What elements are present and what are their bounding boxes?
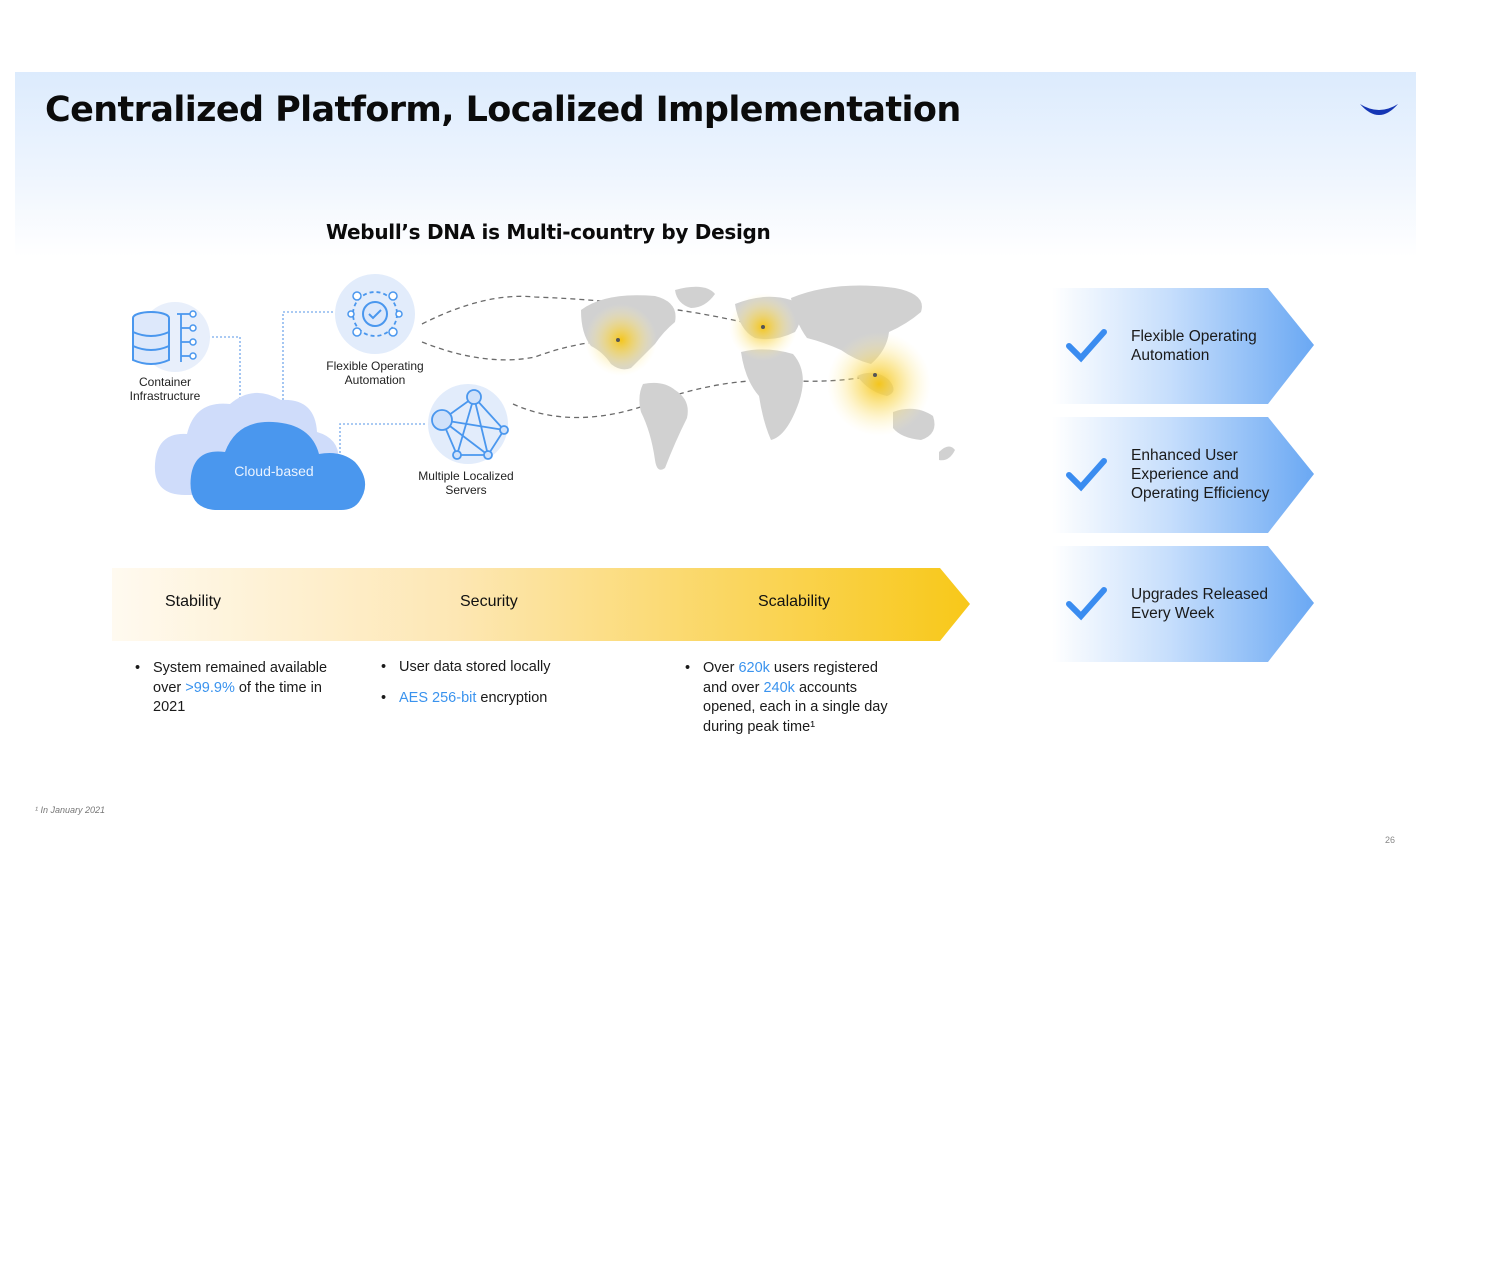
slide: Centralized Platform, Localized Implemen… [15,72,1416,862]
header-band [15,72,1416,257]
cloud-icon [154,392,366,510]
footnote: ¹ In January 2021 [35,805,106,815]
benefit-chevron-3 [1052,546,1314,662]
gear-network-icon [335,274,415,354]
check-icon [1066,587,1107,621]
security-bullets: User data stored locally AES 256-bit enc… [381,658,611,719]
check-icon [1066,329,1107,363]
list-item: System remained available over >99.9% of… [135,659,335,718]
database-icon [132,302,210,372]
list-item: Over 620k users registered and over 240k… [685,659,897,737]
page-number: 26 [1385,835,1396,845]
list-item: AES 256-bit encryption [381,689,611,709]
page-title: Centralized Platform, Localized Implemen… [45,90,961,130]
stability-bullets: System remained available over >99.9% of… [135,659,335,729]
benefit-chevron-2 [1052,417,1314,533]
pillar-stability: Stability [165,593,222,610]
cloud-label: Cloud-based [234,463,314,479]
pillar-scalability: Scalability [758,593,831,610]
section-subtitle: Webull’s DNA is Multi-country by Design [326,220,771,244]
logo-icon [1360,104,1398,115]
scalability-bullets: Over 620k users registered and over 240k… [685,659,897,748]
architecture-diagram [132,274,955,510]
check-icon [1066,458,1107,492]
network-icon [428,384,509,464]
pillars-banner [112,568,970,641]
benefit-chevron-1 [1052,288,1314,404]
list-item: User data stored locally [381,658,611,678]
pillar-security: Security [460,593,518,610]
